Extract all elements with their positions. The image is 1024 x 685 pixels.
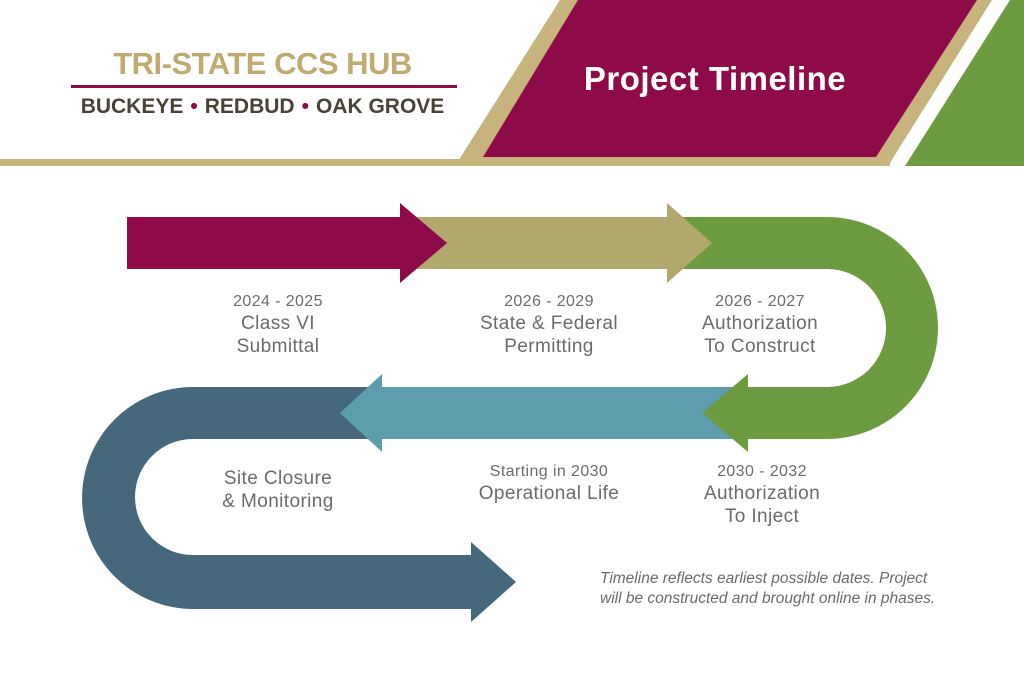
phase-label-operational-life: Starting in 2030 Operational Life [479, 461, 620, 505]
phase-line: Operational Life [478, 483, 620, 504]
bullet-separator-icon: • [301, 95, 309, 118]
phase-line: Authorization [703, 483, 821, 504]
banner-title: Project Timeline [583, 60, 847, 97]
footnote-line: Timeline reflects earliest possible date… [600, 570, 928, 587]
logo-site-redbud: REDBUD [204, 95, 295, 118]
arrow-site-closure-monitoring [82, 387, 517, 622]
phase-date: 2030 - 2032 [717, 463, 807, 480]
logo-site-oak-grove: OAK GROVE [315, 95, 445, 118]
phase-line: Authorization [701, 313, 819, 334]
phase-date: Starting in 2030 [489, 463, 609, 480]
phase-line: State & Federal [479, 313, 619, 334]
phase-line: Class VI [241, 313, 315, 334]
phase-line: & Monitoring [222, 491, 334, 512]
phase-line: Permitting [504, 336, 594, 357]
logo-subtitle: BUCKEYE • REDBUD • OAK GROVE [65, 95, 460, 119]
phase-label-authorization-to-construct: 2026 - 2027 Authorization To Construct [702, 291, 818, 358]
footnote-line: will be constructed and brought online i… [600, 590, 936, 607]
logo-title: TRI-STATE CCS HUB [113, 46, 412, 81]
phase-date: 2026 - 2027 [715, 293, 805, 310]
bullet-separator-icon: • [190, 95, 198, 118]
phase-line: To Construct [704, 336, 816, 357]
phase-line: To Inject [724, 506, 800, 527]
timeline-footnote: Timeline reflects earliest possible date… [600, 569, 935, 609]
header-rule-bar [0, 159, 890, 166]
logo-underline [71, 85, 457, 88]
phase-label-authorization-to-inject: 2030 - 2032 Authorization To Inject [704, 461, 820, 528]
banner-shape [483, 0, 977, 157]
phase-date: 2026 - 2029 [504, 293, 594, 310]
phase-line: Site Closure [223, 468, 333, 489]
arrow-operational-life [340, 374, 762, 452]
arrow-class-vi-submittal [127, 203, 447, 283]
phase-line: Submittal [236, 336, 320, 357]
arrow-state-federal-permitting [408, 203, 712, 283]
banner-accent-shape [905, 0, 1024, 166]
arrow-authorization-construct-inject [676, 217, 938, 452]
phase-label-state-federal-permitting: 2026 - 2029 State & Federal Permitting [480, 291, 618, 358]
header-shapes [0, 0, 1024, 166]
phase-label-site-closure-monitoring: Site Closure & Monitoring [222, 467, 333, 513]
logo-site-buckeye: BUCKEYE [80, 95, 184, 118]
phase-date: 2024 - 2025 [233, 293, 323, 310]
phase-label-class-vi-submittal: 2024 - 2025 Class VI Submittal [233, 291, 323, 358]
